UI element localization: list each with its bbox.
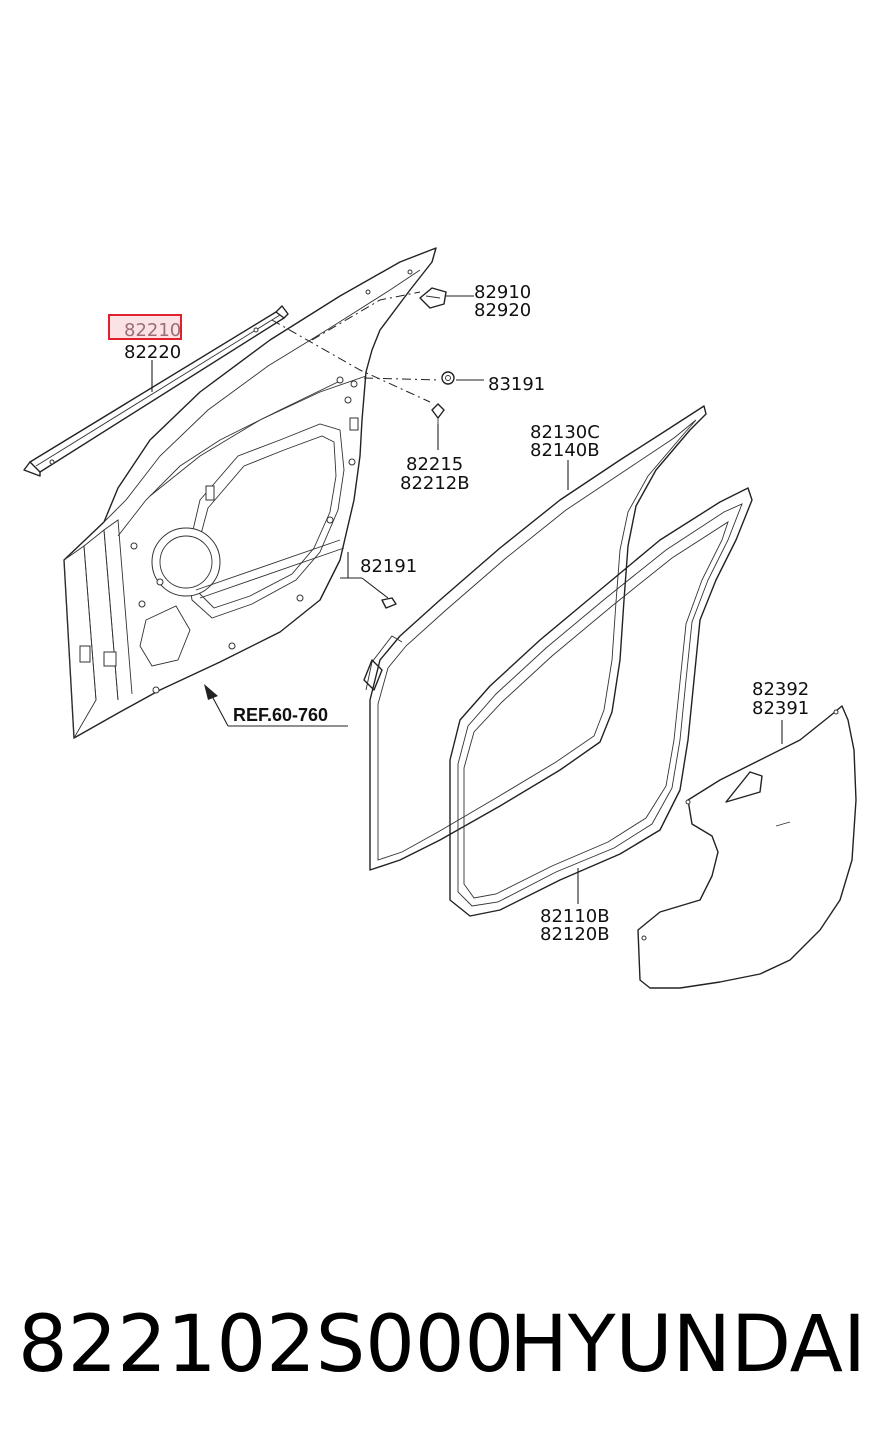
label-82212b: 82212B bbox=[400, 473, 470, 494]
label-83191: 83191 bbox=[488, 374, 545, 395]
label-82391: 82391 bbox=[752, 698, 809, 719]
belt-moulding-strip bbox=[23, 305, 289, 477]
label-82140b: 82140B bbox=[530, 440, 600, 461]
footer-caption: 822102S000 HYUNDAI bbox=[0, 1290, 886, 1400]
body-weatherstrip bbox=[449, 487, 753, 917]
clip-82215 bbox=[431, 403, 445, 424]
clip-82191 bbox=[381, 597, 397, 609]
label-82215: 82215 bbox=[406, 454, 463, 475]
front-door-panel bbox=[63, 247, 437, 740]
door-weatherstrip bbox=[363, 405, 707, 871]
label-82910: 82910 bbox=[474, 282, 531, 303]
parts-diagram: 82210 82220 82910 82920 83191 82215 8221… bbox=[23, 247, 857, 989]
brand-name: HYUNDAI bbox=[509, 1300, 866, 1390]
label-82210: 82210 bbox=[124, 320, 181, 341]
label-82120b: 82120B bbox=[540, 924, 610, 945]
label-82191: 82191 bbox=[360, 556, 417, 577]
label-82110b: 82110B bbox=[540, 906, 610, 927]
mirror-cover-clip bbox=[419, 287, 447, 309]
label-82220: 82220 bbox=[124, 342, 181, 363]
highlight-box bbox=[108, 314, 182, 340]
part-number: 822102S000 bbox=[18, 1300, 515, 1390]
label-82130c: 82130C bbox=[530, 422, 600, 443]
clip-83191 bbox=[441, 371, 455, 385]
door-trim-sealing-cover bbox=[637, 705, 857, 989]
label-82392: 82392 bbox=[752, 679, 809, 700]
label-82920: 82920 bbox=[474, 300, 531, 321]
label-ref-60-760: REF.60-760 bbox=[233, 705, 328, 725]
